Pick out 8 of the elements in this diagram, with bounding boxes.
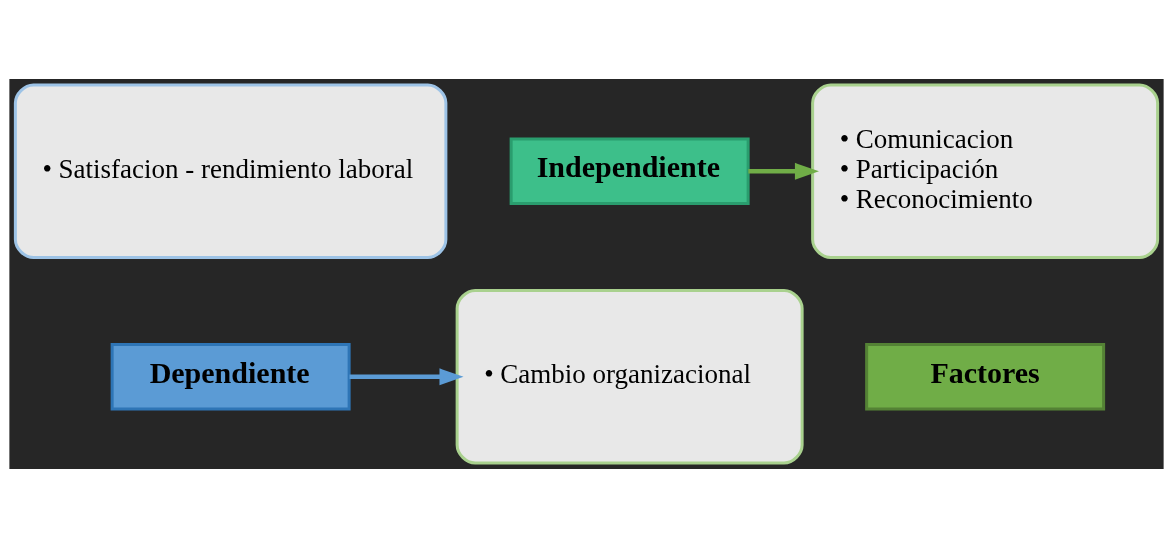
- node-box: • Cambio organizacional: [455, 289, 804, 465]
- node-box: Independiente: [509, 137, 750, 205]
- node-box: Factores: [865, 343, 1106, 411]
- node-box: Dependiente: [110, 343, 351, 411]
- node-box: • Satisfacion - rendimiento laboral: [13, 83, 448, 259]
- arrow: [349, 368, 464, 386]
- arrow: [748, 162, 819, 180]
- node-box: • Comunicacion • Participación • Reconocimiento: [811, 83, 1160, 259]
